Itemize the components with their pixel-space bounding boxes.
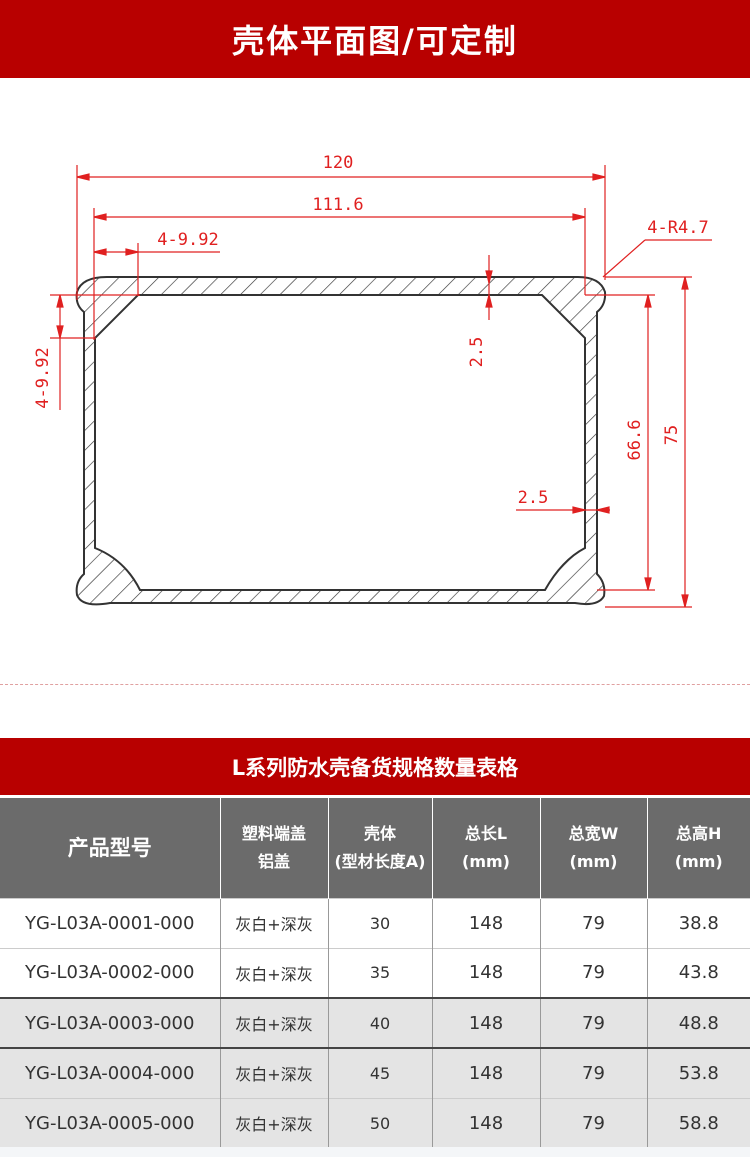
dim-corner-vertical: 4-9.92 [33,347,53,408]
cell-height: 48.8 [646,997,750,1048]
cell-length: 148 [431,897,540,948]
enclosure-profile [75,275,607,606]
cell-length: 148 [431,997,540,1048]
cell-width: 79 [539,997,647,1048]
header-total-length: 总长L(mm) [431,798,540,898]
cell-model: YG-L03A-0004-000 [0,1047,220,1098]
table-title: L系列防水壳备货规格数量表格 [231,755,519,780]
dim-corner-horizontal: 4-9.92 [157,230,218,250]
spec-table: 产品型号 塑料端盖铝盖 壳体(型材长度A) 总长L(mm) 总宽W(mm) 总高… [0,798,750,1148]
cell-width: 79 [539,1097,647,1148]
cell-model: YG-L03A-0005-000 [0,1097,220,1148]
enclosure-cross-section-drawing: 120 111.6 4-9.92 4-R4.7 4-9.92 2.5 2.5 6… [33,153,712,608]
cell-length: 148 [431,1097,540,1148]
dim-inner-width: 111.6 [312,195,363,215]
dim-total-height: 75 [662,425,682,445]
cell-cap: 灰白+深灰 [219,947,328,998]
cell-length: 148 [431,947,540,998]
dim-inner-height: 66.6 [625,420,645,461]
header-model: 产品型号 [0,798,220,898]
cell-cap: 灰白+深灰 [219,997,328,1048]
cell-shell: 40 [327,997,432,1048]
dim-corner-radius: 4-R4.7 [647,218,708,238]
section-divider [0,684,750,685]
cell-cap: 灰白+深灰 [219,1097,328,1148]
cell-height: 58.8 [646,1097,750,1148]
cell-length: 148 [431,1047,540,1098]
page-title: 壳体平面图/可定制 [232,22,518,60]
page-title-banner: 壳体平面图/可定制 [0,0,750,78]
cell-height: 43.8 [646,947,750,998]
header-total-width: 总宽W(mm) [539,798,647,898]
dimension-lines [50,165,712,608]
cell-model: YG-L03A-0001-000 [0,897,220,948]
cell-model: YG-L03A-0003-000 [0,997,220,1048]
dim-total-width: 120 [323,153,354,173]
cell-width: 79 [539,947,647,998]
cell-shell: 50 [327,1097,432,1148]
table-title-banner: L系列防水壳备货规格数量表格 [0,738,750,797]
dim-wall-right: 2.5 [518,488,549,508]
cell-shell: 35 [327,947,432,998]
page-footer [0,1147,750,1157]
dim-wall-top: 2.5 [467,337,487,368]
cell-width: 79 [539,1047,647,1098]
cell-model: YG-L03A-0002-000 [0,947,220,998]
header-shell-length: 壳体(型材长度A) [327,798,432,898]
cell-shell: 30 [327,897,432,948]
cell-height: 38.8 [646,897,750,948]
cell-width: 79 [539,897,647,948]
table-header-row: 产品型号 塑料端盖铝盖 壳体(型材长度A) 总长L(mm) 总宽W(mm) 总高… [0,798,750,898]
header-end-cap: 塑料端盖铝盖 [219,798,328,898]
cell-cap: 灰白+深灰 [219,1047,328,1098]
header-total-height: 总高H(mm) [646,798,750,898]
cell-cap: 灰白+深灰 [219,897,328,948]
cell-shell: 45 [327,1047,432,1098]
cell-height: 53.8 [646,1047,750,1098]
